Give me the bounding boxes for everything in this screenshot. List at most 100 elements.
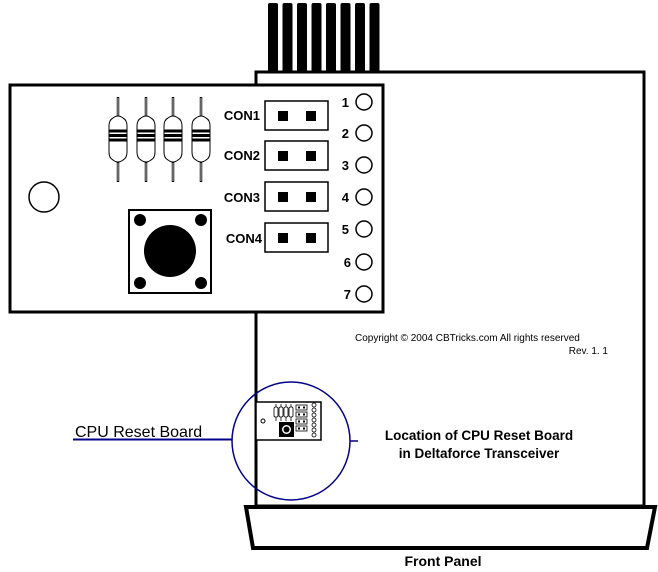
pin-pad xyxy=(355,156,373,174)
pin-pad xyxy=(355,253,373,271)
resistor xyxy=(163,97,183,182)
pin-pad xyxy=(355,124,373,142)
jumper-pin xyxy=(306,151,316,161)
mini-jumper-pin xyxy=(298,420,300,423)
location-callout: CPU Reset Board Location of CPU Reset Bo… xyxy=(73,381,573,501)
pin-header: 1 2 3 4 5 6 7 xyxy=(342,93,373,303)
heatsink-fin xyxy=(369,3,380,73)
push-button-actuator[interactable] xyxy=(144,225,196,277)
mini-jumper xyxy=(295,425,308,432)
resistor-band xyxy=(164,129,182,133)
pin-label: 2 xyxy=(342,126,349,141)
mini-pin-pad xyxy=(311,432,317,438)
mini-jumper-pin xyxy=(303,406,305,409)
mini-jumper xyxy=(295,411,308,418)
resistor-band xyxy=(192,134,210,137)
jumper-housing xyxy=(264,100,329,131)
resistor-band xyxy=(137,138,155,142)
heatsink-fin xyxy=(340,3,351,73)
pin-label: 3 xyxy=(342,158,349,173)
connector-label: CON4 xyxy=(226,231,263,246)
resistor-band xyxy=(109,129,127,133)
mini-jumper-pin xyxy=(303,420,305,423)
resistor-band xyxy=(192,129,210,133)
jumper-pin xyxy=(278,111,288,121)
pin-pad xyxy=(355,220,373,238)
cpu-reset-board-label: CPU Reset Board xyxy=(75,424,202,441)
jumper-pin xyxy=(278,151,288,161)
resistor xyxy=(191,97,211,182)
heatsink-fin xyxy=(268,3,278,73)
mini-mounting-hole xyxy=(260,418,266,424)
mini-pin-group xyxy=(311,402,317,438)
mini-reset-board xyxy=(255,401,322,441)
push-button-leg xyxy=(195,214,207,226)
mini-jumper-pin xyxy=(298,427,300,430)
push-button-leg xyxy=(134,277,146,289)
pin-label: 6 xyxy=(344,255,351,270)
heatsink-fin xyxy=(355,3,365,73)
mini-pin-pad xyxy=(311,427,317,433)
jumper-housing xyxy=(264,222,329,253)
heatsink xyxy=(268,3,380,73)
resistor-band xyxy=(109,138,127,142)
jumper-pin xyxy=(306,233,316,243)
pin-label: 5 xyxy=(342,222,349,237)
pin-label: 4 xyxy=(342,190,350,205)
mini-jumper-pin xyxy=(298,406,300,409)
resistor-group xyxy=(108,97,211,182)
connector-label: CON1 xyxy=(224,108,260,123)
location-label-line2: in Deltaforce Transceiver xyxy=(399,446,560,461)
jumper-pin xyxy=(306,192,316,202)
connector-group: CON1 CON2 CON3 CON4 xyxy=(224,100,329,253)
cpu-reset-board: CON1 CON2 CON3 CON4 1 2 3 4 5 6 7 xyxy=(8,83,385,314)
front-panel xyxy=(243,505,658,550)
push-button-leg xyxy=(195,277,207,289)
revision-text: Rev. 1. 1 xyxy=(569,346,609,357)
connector-con4: CON4 xyxy=(226,222,329,253)
mini-resistor-body xyxy=(288,406,294,418)
pin-pad xyxy=(355,93,373,111)
mini-pin-pad xyxy=(311,412,317,418)
connector-label: CON2 xyxy=(224,148,260,163)
jumper-housing xyxy=(264,140,329,171)
jumper-housing xyxy=(264,181,329,212)
mini-pin-pad xyxy=(311,407,317,413)
mounting-hole xyxy=(28,181,60,213)
heatsink-fin xyxy=(282,3,293,73)
push-button-leg xyxy=(134,214,146,226)
mini-resistor-body xyxy=(273,406,279,418)
resistor-band xyxy=(137,134,155,137)
mini-pin-pad xyxy=(311,402,317,408)
mini-pin-pad xyxy=(311,417,317,423)
copyright-text: Copyright © 2004 CBTricks.com All rights… xyxy=(355,333,580,344)
jumper-pin xyxy=(278,233,288,243)
reset-push-button[interactable] xyxy=(128,209,212,294)
resistor xyxy=(108,97,128,182)
connector-con2: CON2 xyxy=(224,140,329,171)
connector-con1: CON1 xyxy=(224,100,329,131)
pin-label: 7 xyxy=(344,287,351,302)
pin-label: 1 xyxy=(342,95,349,110)
resistor xyxy=(136,97,156,182)
mini-jumper-pin xyxy=(298,413,300,416)
mini-resistor-group xyxy=(273,404,294,421)
pin-pad xyxy=(355,188,373,206)
resistor-band xyxy=(137,129,155,133)
location-label-line1: Location of CPU Reset Board xyxy=(385,428,573,443)
pin-pad xyxy=(355,285,373,303)
mini-connector-group xyxy=(295,404,308,432)
mini-resistor-body xyxy=(278,406,284,418)
resistor-band xyxy=(192,138,210,142)
mini-jumper xyxy=(295,418,308,425)
heatsink-fin xyxy=(311,3,322,73)
jumper-pin xyxy=(306,111,316,121)
mini-resistor-body xyxy=(283,406,289,418)
mini-jumper xyxy=(295,404,308,411)
mini-jumper-pin xyxy=(303,413,305,416)
connector-con3: CON3 xyxy=(224,181,329,212)
mini-board-outline xyxy=(255,401,322,441)
resistor-band xyxy=(109,134,127,137)
heatsink-fin xyxy=(297,3,307,73)
